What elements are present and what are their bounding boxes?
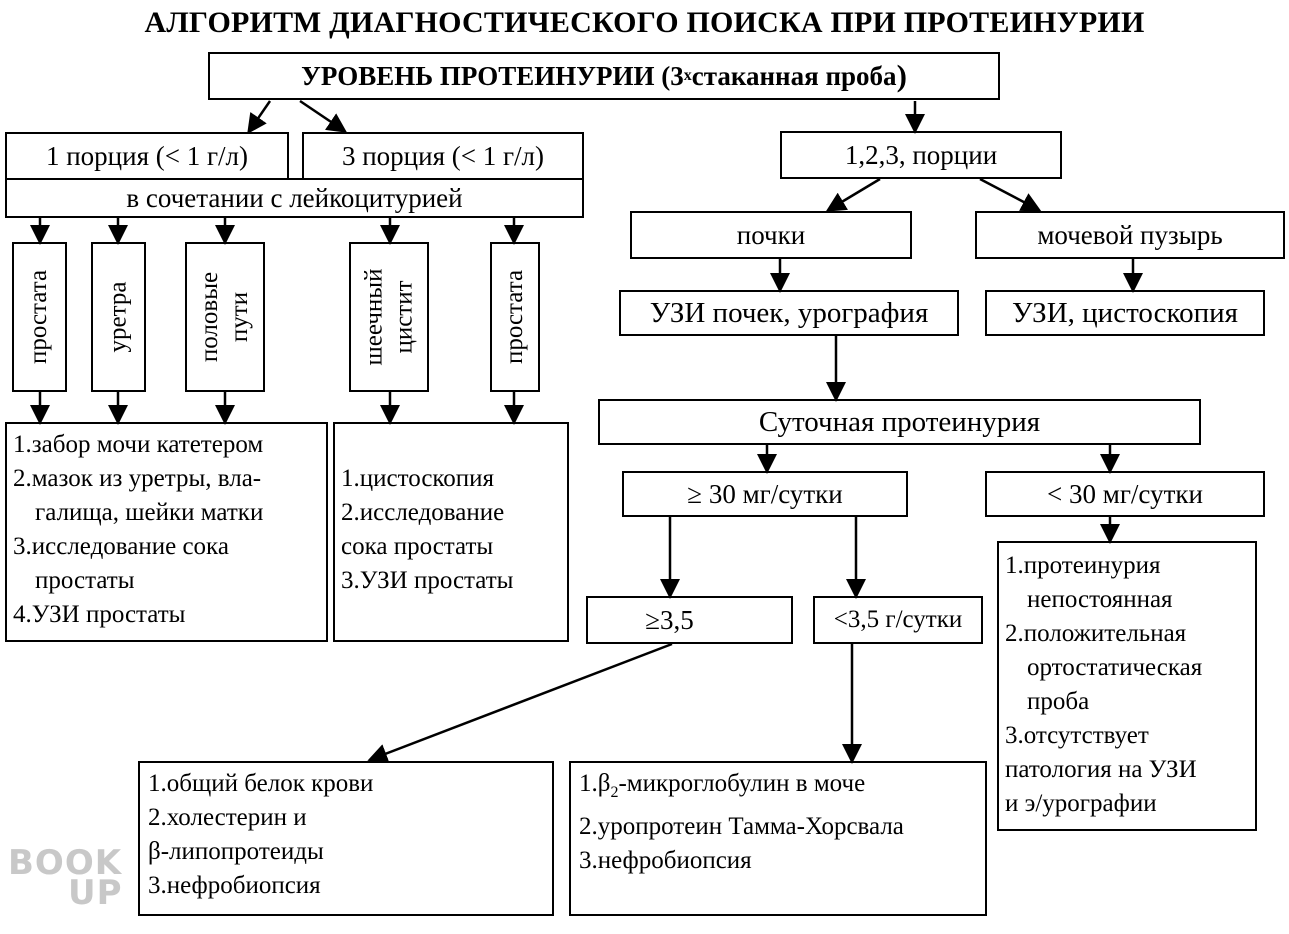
page-title: АЛГОРИТМ ДИАГНОСТИЧЕСКОГО ПОИСКА ПРИ ПРО… xyxy=(144,6,1145,39)
bottom-mid-box: 1.β2-микроглобулин в моче 2.уропротеин Т… xyxy=(569,761,987,916)
bottom-left-item-1: 1.общий белок крови xyxy=(148,770,374,797)
bottom-left-box: 1.общий белок крови 2.холестерин и β-лип… xyxy=(138,761,554,916)
right-list-item-3b: патология на УЗИ xyxy=(1005,756,1197,783)
kidneys-label: почки xyxy=(736,219,806,250)
mid-list-box: 1.цистоскопия 2.исследование сока проста… xyxy=(333,422,569,642)
arrow-portions-kidneys xyxy=(825,177,881,212)
right-list-box: 1.протеинурия непостоянная 2.положительн… xyxy=(997,541,1257,831)
bottom-mid-item-1b: -микроглобулин в моче xyxy=(618,770,866,797)
watermark-line2: UP xyxy=(68,873,123,913)
right-list-item-3: 3.отсутствует xyxy=(1005,722,1149,749)
leuko-box: в сочетании с лейкоцитурией xyxy=(5,178,584,218)
mid-list-item-2b: сока простаты xyxy=(341,533,494,560)
kidneys-box: почки xyxy=(630,211,912,259)
root-paren: ) xyxy=(896,58,907,93)
right-list-item-1: 1.протеинурия xyxy=(1005,552,1161,579)
right-list-item-1b: непостоянная xyxy=(1027,586,1173,613)
bladder-box: мочевой пузырь xyxy=(975,211,1285,259)
bladder-label: мочевой пузырь xyxy=(1037,219,1223,250)
bladder-exam-label: УЗИ, цистоскопия xyxy=(1012,296,1238,329)
left-list-item-1: 1.забор мочи катетером xyxy=(13,431,264,458)
lt30-box: < 30 мг/сутки xyxy=(985,471,1265,517)
daily-label: Суточная протеинурия xyxy=(758,405,1041,438)
prostata2-box: простата xyxy=(490,242,540,392)
cystit-box: шеечный цистит xyxy=(349,242,429,392)
bladder-exam-box: УЗИ, цистоскопия xyxy=(985,290,1265,336)
kidney-exam-box: УЗИ почек, урография xyxy=(619,290,959,336)
arrow-portions-bladder xyxy=(979,177,1042,212)
left-list-item-2: 2.мазок из уретры, вла- xyxy=(13,465,262,492)
bottom-left-item-2b: β-липопротеиды xyxy=(148,838,324,865)
lt35-label: <3,5 г/сутки xyxy=(833,606,963,633)
root-text-b: стаканная проба xyxy=(691,60,897,91)
lt35-box: <3,5 г/сутки xyxy=(813,596,983,644)
left-list-item-4: 4.УЗИ простаты xyxy=(13,601,186,628)
mid-list-item-3: 3.УЗИ простаты xyxy=(341,567,514,594)
watermark: BOOK UP xyxy=(8,843,123,913)
bottom-left-item-3: 3.нефробиопсия xyxy=(148,872,321,899)
daily-box: Суточная протеинурия xyxy=(598,399,1201,445)
right-list-item-3c: и э/урографии xyxy=(1005,790,1157,817)
left-list-item-3b: простаты xyxy=(35,567,135,594)
bottom-mid-item-1: 1.β2-микроглобулин в моче xyxy=(579,767,985,810)
ge35-box: ≥3,5 xyxy=(586,596,793,644)
mid-list-item-1: 1.цистоскопия xyxy=(341,465,495,492)
arrow-root-portion3 xyxy=(299,99,348,133)
right-list-item-2b: ортостатическая xyxy=(1027,654,1203,681)
watermark-line1: BOOK xyxy=(8,843,123,883)
left-list-box: 1.забор мочи катетером 2.мазок из уретры… xyxy=(5,422,328,642)
bottom-mid-item-1-sub: 2 xyxy=(610,784,619,801)
root-text-a: УРОВЕНЬ ПРОТЕИНУРИИ (3 xyxy=(301,60,684,91)
bottom-mid-item-3: 3.нефробиопсия xyxy=(579,847,752,874)
uretra-box: уретра xyxy=(91,242,146,392)
portion3-label: 3 порция (< 1 г/л) xyxy=(341,140,545,171)
right-list-item-2c: проба xyxy=(1027,688,1090,715)
left-list-item-3: 3.исследование сока xyxy=(13,533,229,560)
ge30-label: ≥ 30 мг/сутки xyxy=(687,478,843,509)
polovye-box: половые пути xyxy=(185,242,265,392)
lt30-label: < 30 мг/сутки xyxy=(1047,478,1203,509)
portion1-label: 1 порция (< 1 г/л) xyxy=(45,140,249,171)
portions123-box: 1,2,3, порции xyxy=(780,131,1062,179)
prostata1-box: простата xyxy=(12,242,67,392)
bottom-mid-item-1a: 1.β xyxy=(579,770,611,797)
ge35-label: ≥3,5 xyxy=(645,604,694,635)
bottom-left-item-2: 2.холестерин и xyxy=(148,804,307,831)
arrow-root-portion1 xyxy=(247,100,272,135)
right-list-item-2: 2.положительная xyxy=(1005,620,1187,647)
left-list-item-2b: галища, шейки матки xyxy=(35,499,264,526)
arrow-ge35-bottomleft xyxy=(367,642,673,763)
kidney-exam-label: УЗИ почек, урография xyxy=(649,296,929,329)
portions123-label: 1,2,3, порции xyxy=(844,139,998,170)
leuko-label: в сочетании с лейкоцитурией xyxy=(126,182,463,213)
root-sup: х xyxy=(683,67,692,84)
portion3-box: 3 порция (< 1 г/л) xyxy=(302,132,584,180)
bottom-mid-item-2: 2.уропротеин Тамма-Хорсвала xyxy=(579,813,904,840)
mid-list-item-2: 2.исследование xyxy=(341,499,505,526)
portion1-box: 1 порция (< 1 г/л) xyxy=(5,132,289,180)
